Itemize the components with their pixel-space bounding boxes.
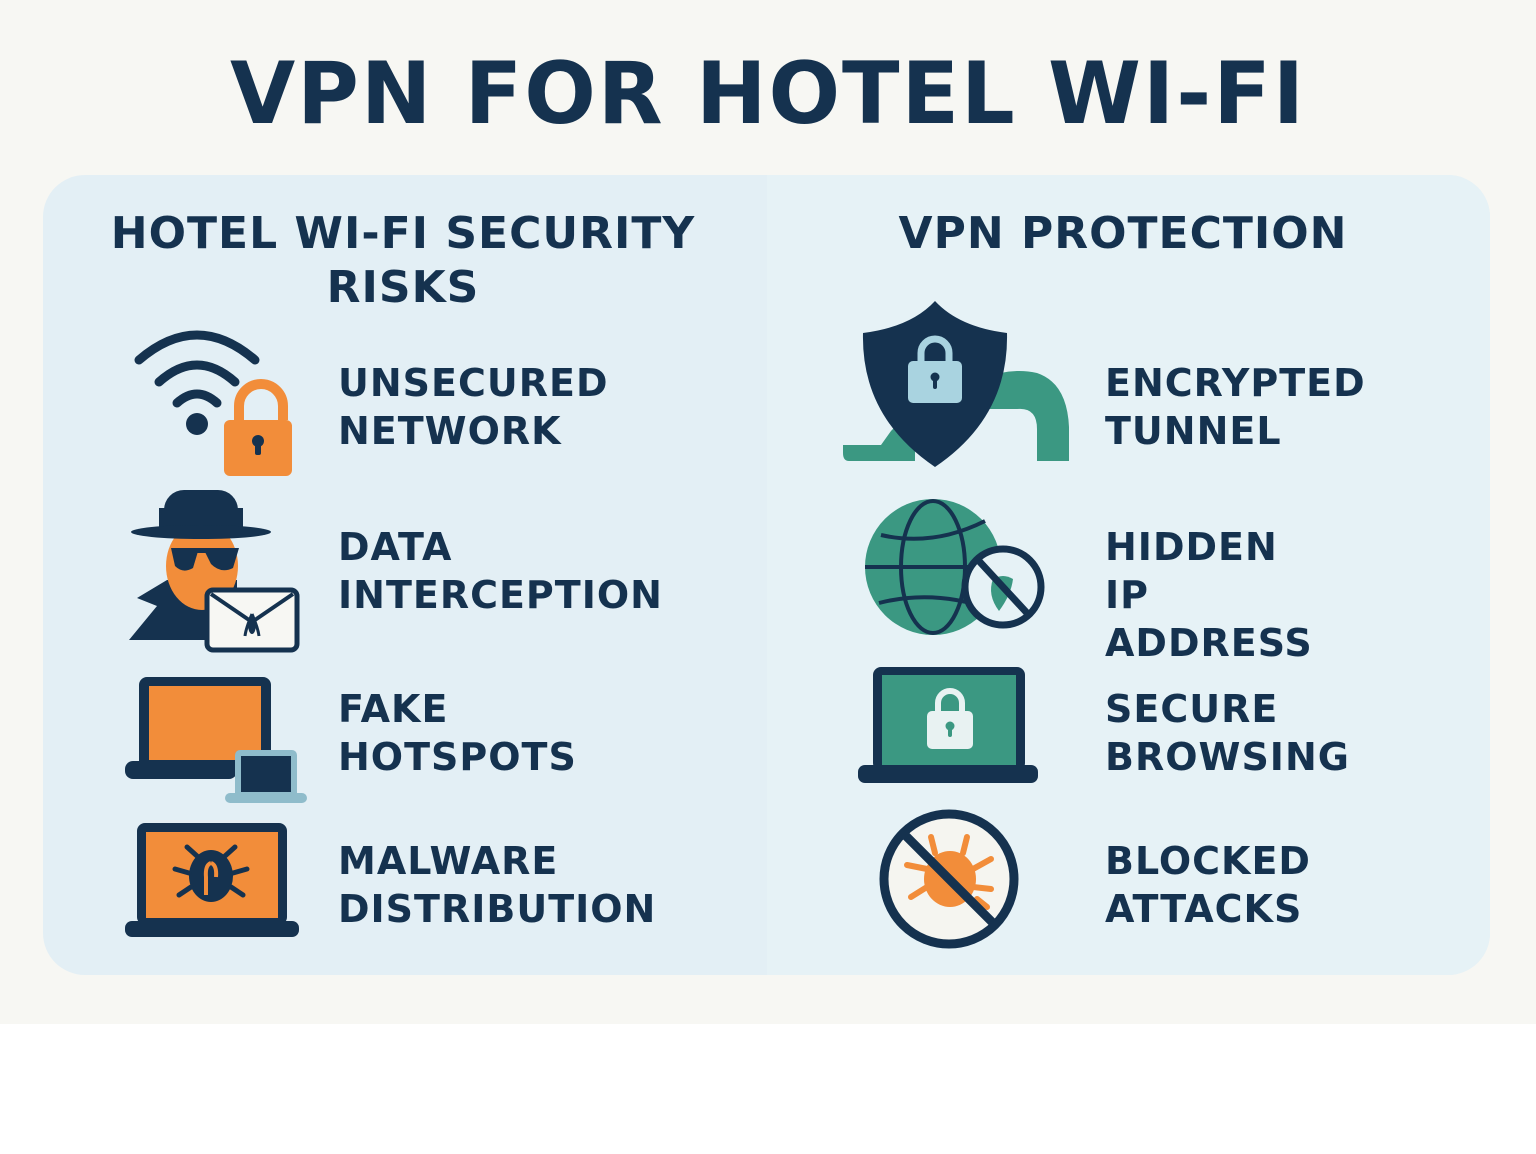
risk-label: UNSECURED NETWORK <box>338 361 609 453</box>
protection-label: SECURE BROWSING <box>1105 687 1350 779</box>
globe-blocked-location-icon <box>865 499 1045 635</box>
risk-label: FAKE HOTSPOTS <box>338 687 577 779</box>
hacker-envelope-icon <box>129 490 300 653</box>
protection-label: ENCRYPTED TUNNEL <box>1105 361 1366 453</box>
risk-label: DATA INTERCEPTION <box>338 525 663 617</box>
laptop-lock-icon <box>858 667 1038 783</box>
risks-heading: HOTEL WI-FI SECURITY RISKS <box>110 208 696 313</box>
protection-label: HIDDEN IP ADDRESS <box>1105 525 1313 665</box>
shield-tunnel-icon <box>843 301 1069 467</box>
blocked-bug-icon <box>879 809 1019 949</box>
risk-label: MALWARE DISTRIBUTION <box>338 839 657 931</box>
protection-heading: VPN PROTECTION <box>898 208 1348 259</box>
laptop-bug-icon <box>125 823 299 937</box>
fake-hotspot-laptops-icon <box>125 677 307 803</box>
protection-label: BLOCKED ATTACKS <box>1105 839 1311 931</box>
wifi-lock-icon <box>134 330 292 476</box>
page-title: VPN FOR HOTEL WI-FI <box>229 44 1307 144</box>
infographic-canvas: VPN FOR HOTEL WI-FI HOTEL WI-FI SECURITY… <box>0 0 1536 1024</box>
comparison-panel: HOTEL WI-FI SECURITY RISKS VPN PROTECTIO… <box>43 175 1490 975</box>
